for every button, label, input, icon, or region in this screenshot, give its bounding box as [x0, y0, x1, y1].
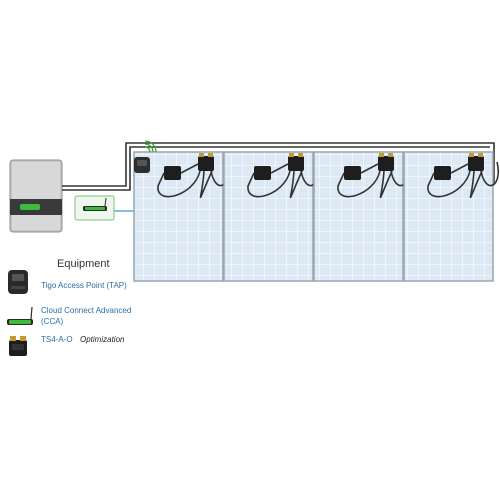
access-point-device: [134, 140, 157, 173]
inverter-status-light: [20, 204, 40, 210]
optimizer-icon: [9, 336, 27, 356]
optimizer-unit: [164, 166, 181, 180]
legend-label-ts4: TS4-A-O: [41, 335, 73, 344]
solar-panel: [223, 151, 319, 282]
optimizer-cables: [427, 161, 499, 199]
equipment-title: Equipment: [57, 258, 110, 270]
legend-label-cca: Cloud Connect Advanced: [41, 306, 132, 315]
optimizer-unit: [198, 153, 214, 171]
solar-panel: [403, 151, 499, 282]
solar-panel-array: [133, 151, 499, 282]
optimizer-unit: [288, 153, 304, 171]
cloud-connect-device: [74, 195, 115, 221]
solar-panel: [133, 151, 229, 282]
optimizer-unit: [254, 166, 271, 180]
solar-panel: [313, 151, 409, 282]
legend-label-tap: Tigo Access Point (TAP): [41, 281, 127, 290]
cloud-connect-icon: [7, 306, 33, 325]
legend-note-optimization: Optimization: [80, 335, 125, 344]
access-point-icon: [8, 270, 28, 294]
optimizer-unit: [468, 153, 484, 171]
legend-sublabel-cca: (CCA): [41, 317, 64, 326]
optimizer-unit: [378, 153, 394, 171]
inverter: [9, 159, 63, 233]
optimizer-unit: [344, 166, 361, 180]
optimizer-unit: [434, 166, 451, 180]
